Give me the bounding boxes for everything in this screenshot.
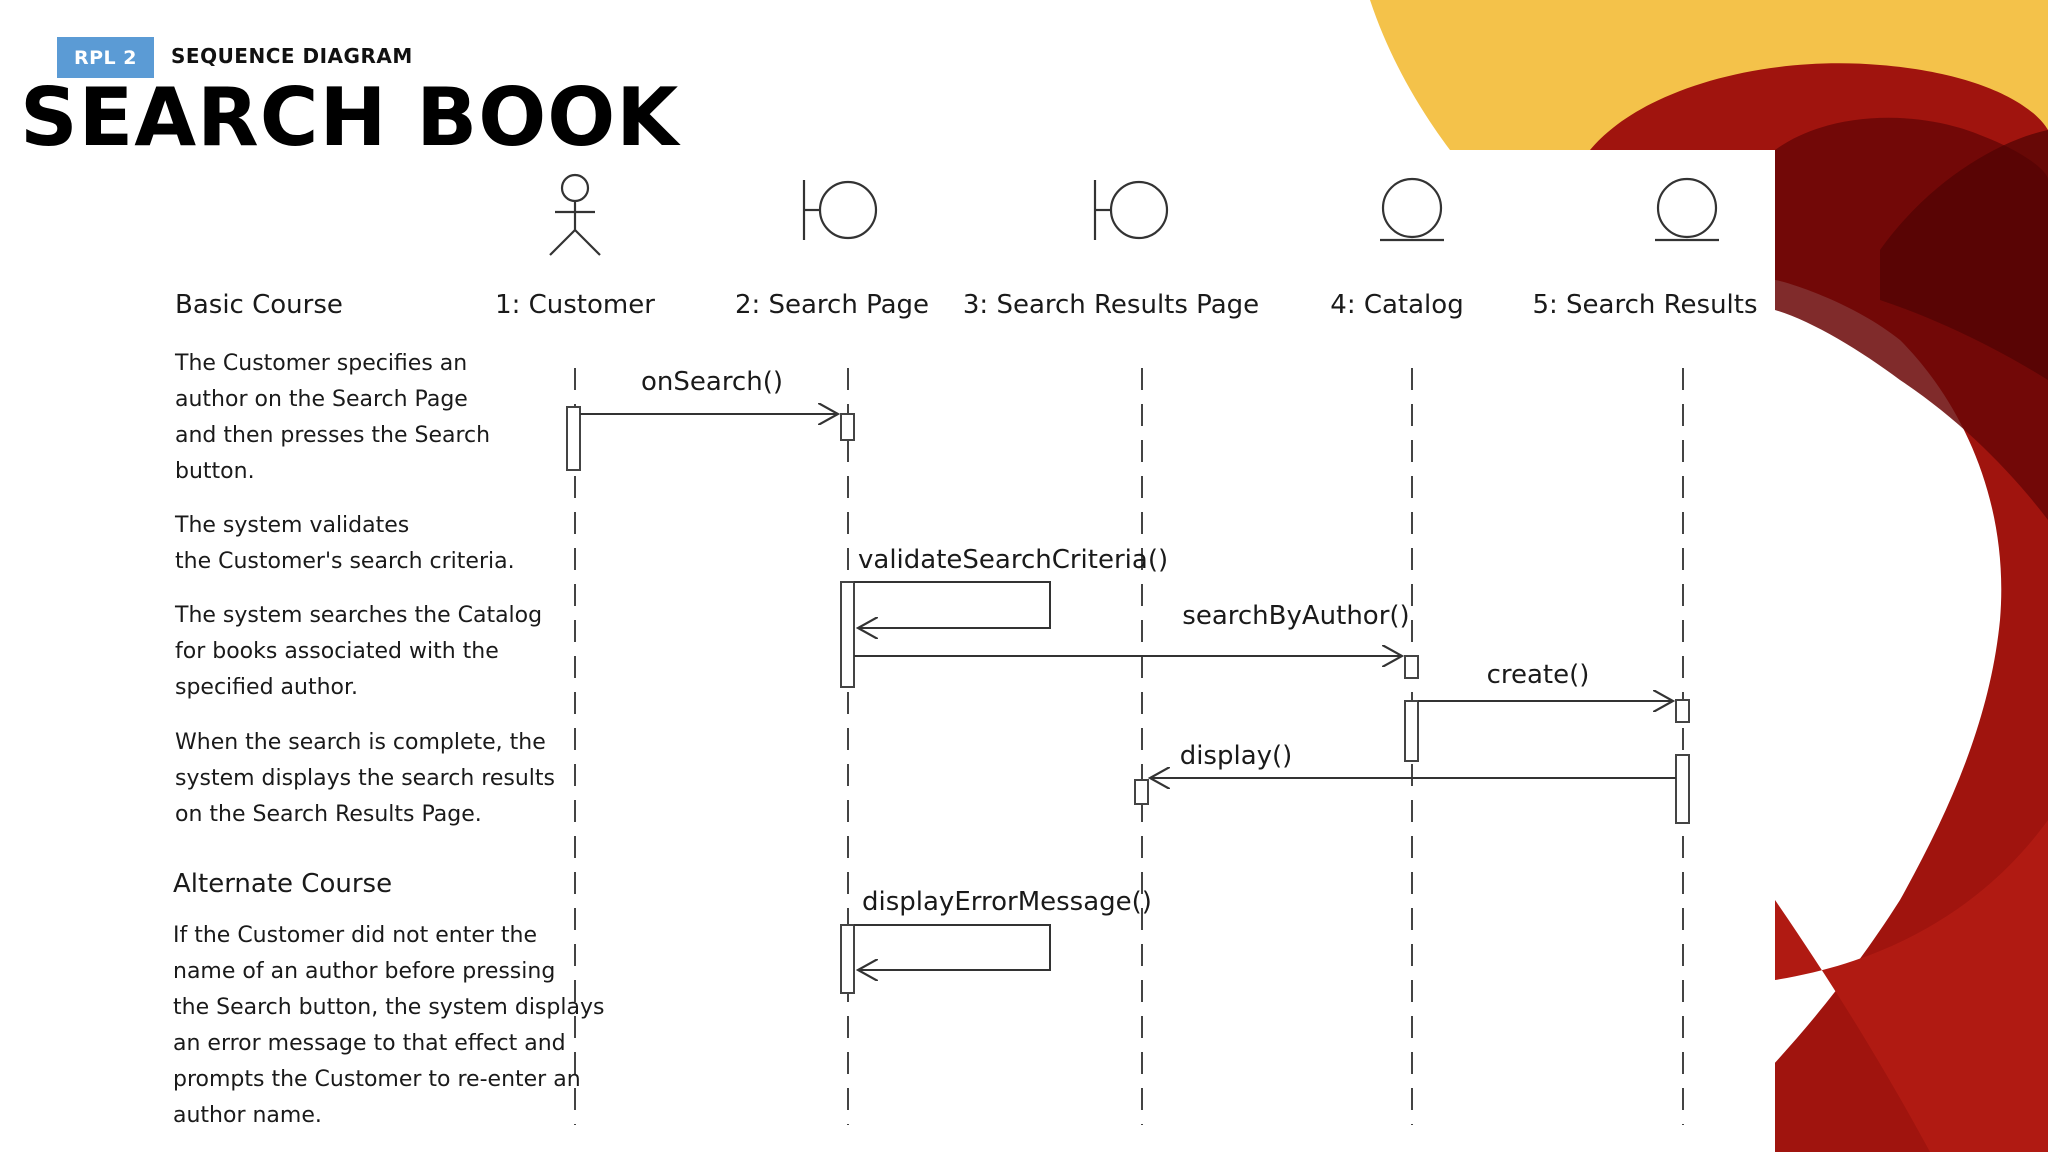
dark-red-blob-2: [1880, 130, 2048, 380]
message-arrow-displayerror: [854, 924, 1051, 970]
message-label-display: display(): [1180, 741, 1293, 771]
slide-subtitle: SEQUENCE DIAGRAM: [171, 44, 413, 68]
lifeline-label-catalog: 4: Catalog: [1330, 290, 1463, 320]
step-description: The Customer specifies an author on the …: [174, 351, 497, 484]
message-label-validate: validateSearchCriteria(): [858, 545, 1168, 575]
step-description: The system validates the Customer's sear…: [174, 513, 515, 574]
step-description: The system searches the Catalog for book…: [174, 603, 549, 700]
message-label-create: create(): [1487, 660, 1590, 690]
activation-bar: [1404, 700, 1419, 762]
actor-icon: [549, 173, 601, 256]
message-label-searchbyauthor: searchByAuthor(): [1182, 601, 1409, 631]
alternate-step-description: If the Customer did not enter the name o…: [173, 923, 611, 1128]
activation-bar: [566, 406, 581, 471]
lifeline-label-search-results: 5: Search Results: [1532, 290, 1757, 320]
entity-icon: [1655, 177, 1719, 242]
activation-bar: [1675, 699, 1690, 723]
alternate-course-label: Alternate Course: [173, 869, 392, 899]
boundary-icon: [1093, 180, 1169, 240]
message-label-displayerror: displayErrorMessage(): [862, 887, 1152, 917]
course-badge: RPL 2: [57, 37, 154, 78]
diagram-panel: [0, 150, 1775, 1152]
activation-bar: [840, 581, 855, 688]
message-arrow-validate: [854, 581, 1051, 628]
slide-title: SEARCH BOOK: [20, 71, 680, 164]
activation-bar: [840, 924, 855, 994]
activation-bar: [1404, 655, 1419, 679]
boundary-icon: [802, 180, 878, 240]
lifeline-label-customer: 1: Customer: [495, 290, 655, 320]
activation-bar: [840, 413, 855, 441]
activation-bar: [1675, 754, 1690, 824]
red-blob-lower: [1775, 820, 2048, 1152]
activation-bar: [1134, 779, 1149, 805]
basic-course-label: Basic Course: [175, 290, 343, 320]
lifeline-label-search-results-page: 3: Search Results Page: [963, 290, 1259, 320]
step-description: When the search is complete, the system …: [175, 730, 562, 827]
lifeline-label-search-page: 2: Search Page: [735, 290, 929, 320]
message-label-onsearch: onSearch(): [641, 367, 783, 397]
entity-icon: [1380, 177, 1444, 242]
